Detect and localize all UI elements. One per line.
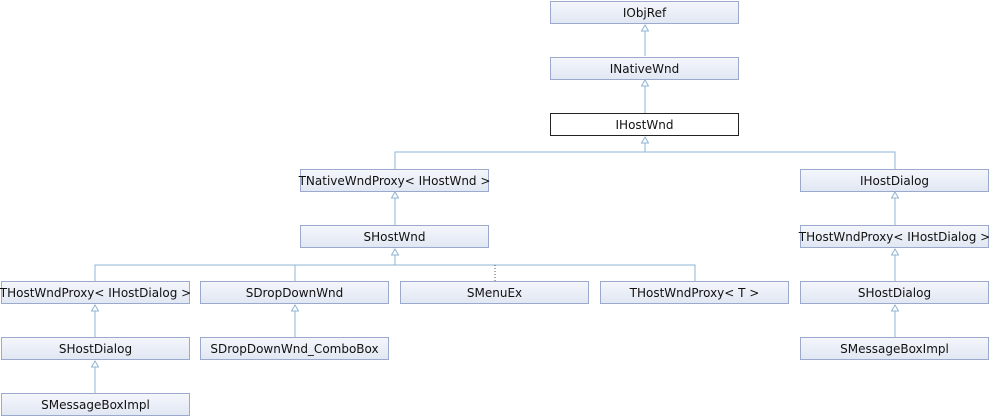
node-thostwndproxy-ihostdialog-right[interactable]: THostWndProxy< IHostDialog > — [799, 225, 990, 248]
node-smenuex[interactable]: SMenuEx — [400, 281, 589, 304]
node-shostdialog-left[interactable]: SHostDialog — [1, 337, 190, 360]
node-shostwnd[interactable]: SHostWnd — [300, 225, 489, 248]
node-smessageboximpl-right[interactable]: SMessageBoxImpl — [800, 337, 989, 360]
node-tnativewndproxy[interactable]: TNativeWndProxy< IHostWnd > — [299, 169, 490, 192]
node-sdropdownwnd[interactable]: SDropDownWnd — [200, 281, 389, 304]
node-thostwndproxy-t[interactable]: THostWndProxy< T > — [600, 281, 789, 304]
node-iobjref[interactable]: IObjRef — [550, 1, 739, 24]
node-ihostwnd-current: IHostWnd — [550, 113, 739, 136]
node-ihostdialog[interactable]: IHostDialog — [800, 169, 989, 192]
edge-ihostwnd-children — [394, 137, 896, 169]
node-smessageboximpl-left[interactable]: SMessageBoxImpl — [1, 393, 190, 416]
node-inativewnd[interactable]: INativeWnd — [550, 57, 739, 80]
node-sdropdownwnd-combobox[interactable]: SDropDownWnd_ComboBox — [200, 337, 389, 360]
edge-shostwnd-children — [94, 249, 696, 281]
node-thostwndproxy-ihostdialog-left[interactable]: THostWndProxy< IHostDialog > — [0, 281, 191, 304]
node-shostdialog-right[interactable]: SHostDialog — [800, 281, 989, 304]
